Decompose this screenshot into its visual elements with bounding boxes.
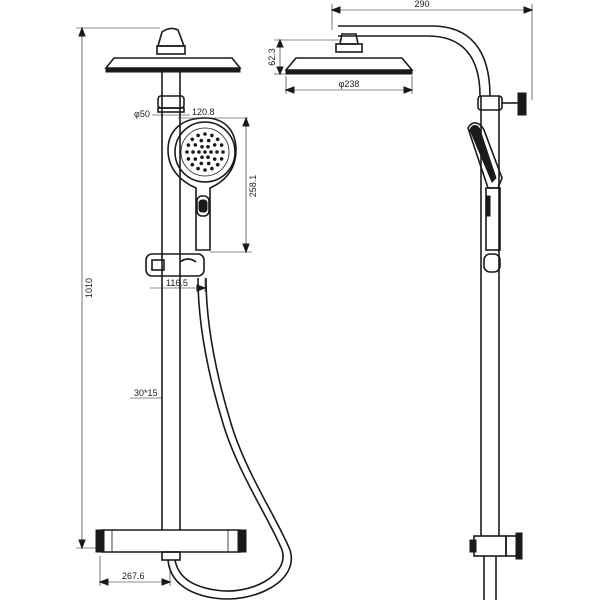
mixer-body — [99, 529, 243, 553]
rain-shower-head-side — [284, 33, 414, 75]
nozzle-dot — [215, 137, 220, 142]
dim-bar-section: 30*15 — [130, 388, 162, 399]
dim-label-handshower-length: 258.1 — [248, 175, 258, 198]
nozzle-dot — [190, 162, 195, 167]
thermostatic-mixer-side — [469, 532, 523, 600]
nozzle-dot — [199, 161, 204, 166]
dim-label-pipe-diameter: φ50 — [134, 109, 150, 119]
nozzle-dot — [212, 143, 217, 147]
shower-arm-side — [338, 25, 491, 97]
nozzle-dot — [215, 162, 220, 167]
dim-label-bar-section: 30*15 — [134, 388, 158, 398]
nozzle-dot — [186, 157, 191, 161]
nozzle-dot — [193, 157, 198, 161]
dim-handshower-width: 120.8 — [178, 107, 248, 119]
nozzle-dot — [206, 161, 211, 166]
mixer-outlet — [161, 551, 181, 561]
mixer-right-cap — [237, 529, 247, 553]
nozzle-dot — [203, 168, 207, 172]
nozzle-dot — [200, 155, 204, 159]
mixer-left-cap — [95, 529, 105, 553]
dim-mixer-width: 267.6 — [98, 556, 172, 586]
nozzle-dot — [196, 166, 200, 171]
hand-shower-side — [467, 122, 503, 251]
dim-arm-reach: 290 — [330, 0, 534, 100]
nozzle-dot — [215, 150, 219, 154]
nozzle-dot — [185, 150, 189, 154]
hand-shower-body — [167, 117, 237, 251]
rain-shower-head-front — [104, 27, 242, 73]
dim-head-height: 62.3 — [267, 38, 340, 76]
dim-label-head-height: 62.3 — [267, 48, 277, 66]
slider-holder-side — [483, 253, 501, 273]
dim-label-handshower-width: 120.8 — [192, 107, 215, 117]
nozzle-dot — [203, 132, 207, 136]
nozzle-dot — [210, 166, 214, 171]
nozzle-dot — [186, 143, 191, 147]
dim-label-slider-offset: 116.5 — [166, 278, 188, 288]
nozzle-dot — [219, 157, 224, 161]
wall-bracket-side — [477, 92, 527, 116]
dim-slider-offset: 116.5 — [150, 278, 207, 292]
nozzle-dot — [206, 145, 210, 149]
nozzle-dot — [203, 150, 207, 154]
dim-total-height: 1010 — [76, 26, 160, 550]
spray-selector-button — [196, 195, 210, 217]
dim-pipe-diameter: φ50 — [134, 109, 190, 119]
nozzle-dot — [199, 138, 204, 143]
dim-label-arm-reach: 290 — [414, 0, 429, 9]
nozzle-dot — [209, 150, 213, 154]
nozzle-dot — [193, 143, 198, 147]
nozzle-dot — [221, 150, 225, 154]
column-collar — [157, 95, 185, 113]
dim-head-diameter: φ238 — [284, 76, 414, 94]
hand-shower-front — [167, 117, 237, 251]
dim-handshower-length: 258.1 — [210, 116, 258, 254]
side-view: 290 62.3 φ238 — [267, 0, 534, 600]
slider-holder — [145, 253, 205, 277]
dim-label-total-height: 1010 — [84, 278, 94, 298]
nozzle-dot — [200, 145, 204, 149]
dim-label-head-diameter: φ238 — [339, 79, 360, 89]
nozzle-dot — [196, 133, 200, 138]
front-view: 1010 φ50 120.8 258.1 116.5 — [76, 26, 293, 600]
thermostatic-mixer-front — [95, 529, 247, 561]
head-plate-front — [104, 57, 242, 69]
shower-hose — [167, 277, 293, 600]
nozzle-dot — [219, 143, 224, 147]
head-connector-front — [156, 27, 186, 47]
nozzle-dot — [206, 155, 210, 159]
nozzle-dot — [190, 137, 195, 142]
nozzle-dot — [212, 157, 217, 161]
dim-label-mixer-width: 267.6 — [122, 571, 145, 581]
hand-shower-nozzles — [185, 132, 225, 172]
nozzle-dot — [206, 138, 211, 143]
nozzle-dot — [197, 150, 201, 154]
nozzle-dot — [210, 133, 214, 138]
nozzle-dot — [191, 150, 195, 154]
